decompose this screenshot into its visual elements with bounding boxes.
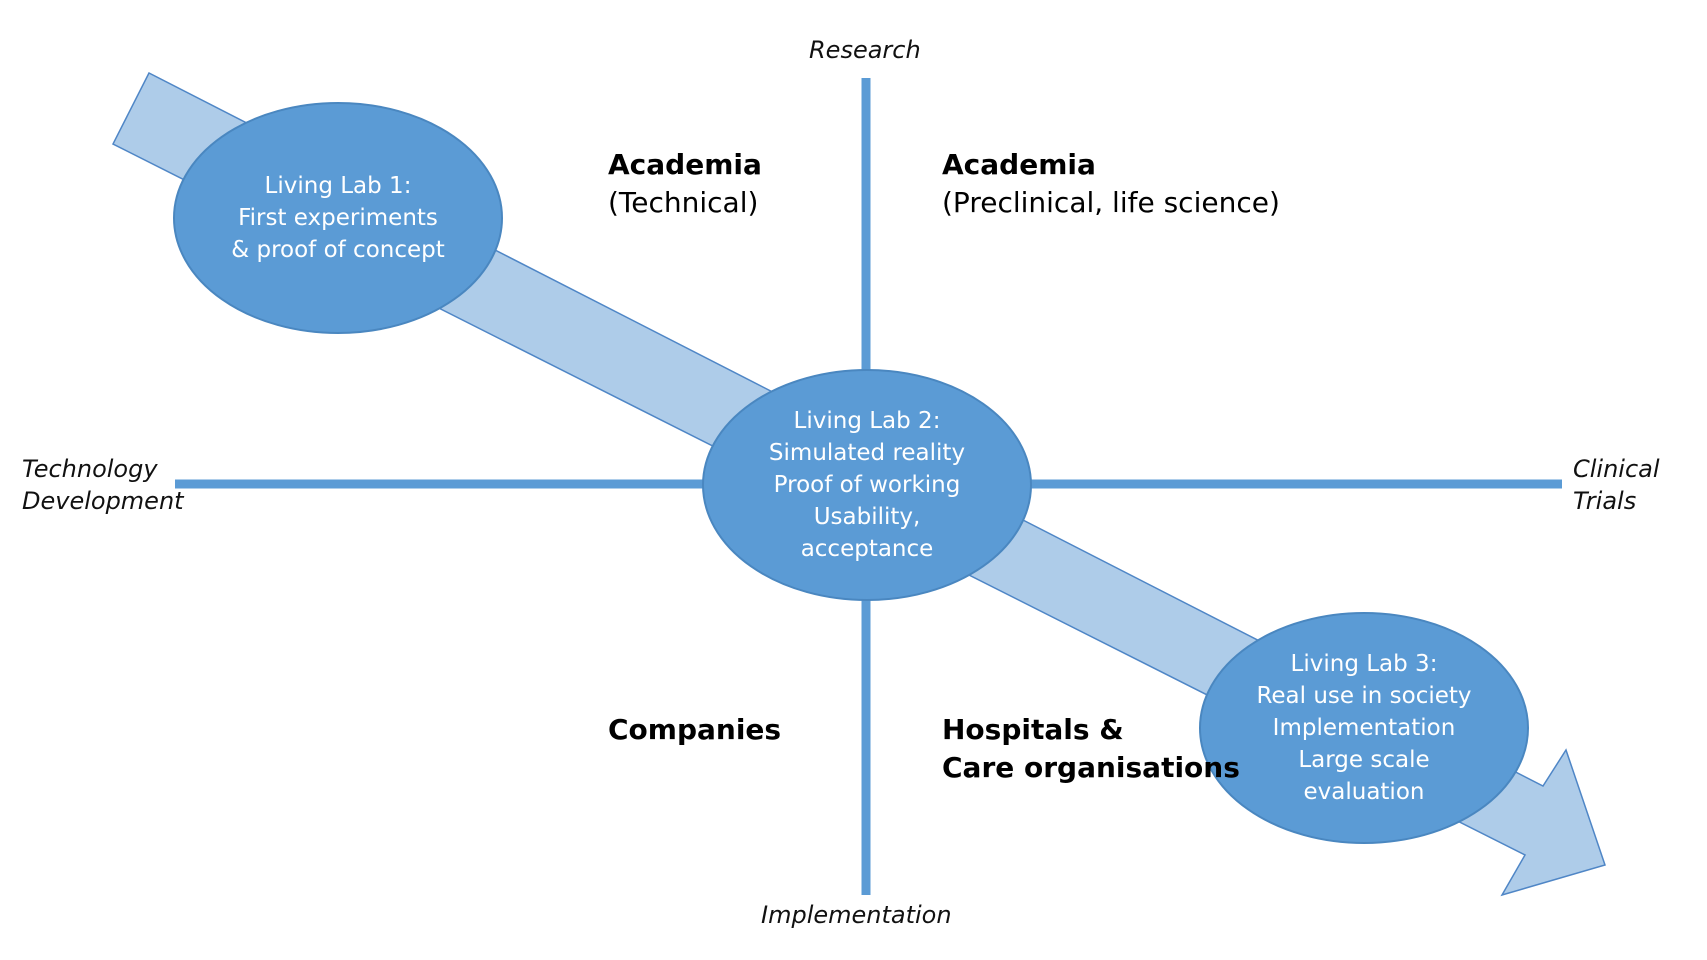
living-lab-3-line-2: Real use in society [1256, 683, 1472, 709]
living-lab-2: Living Lab 2: Simulated reality Proof of… [703, 370, 1031, 600]
quadrant-top-right: Academia (Preclinical, life science) [942, 146, 1280, 222]
quadrant-bottom-left-title: Companies [608, 713, 782, 746]
axis-label-right-line-1: Clinical [1573, 455, 1660, 483]
living-lab-3-ellipse [1199, 612, 1529, 844]
living-lab-3: Living Lab 3: Real use in society Implem… [1200, 613, 1528, 843]
living-lab-3-line-5: evaluation [1303, 779, 1425, 805]
living-lab-2-line-2: Simulated reality [768, 440, 966, 466]
quadrant-bottom-left: Companies [608, 711, 781, 749]
quadrant-bottom-right-title: Hospitals & [942, 713, 1124, 746]
living-lab-1-line-2: First experiments [238, 205, 438, 231]
living-lab-2-ellipse [702, 369, 1032, 601]
living-lab-2-line-4: Usability, [813, 504, 921, 530]
axis-label-clinical-trials: Clinical Trials [1573, 453, 1660, 517]
axis-label-technology-development: Technology Development [22, 453, 184, 517]
quadrant-top-left-title: Academia [608, 148, 762, 181]
quadrant-top-right-subtitle: (Preclinical, life science) [942, 186, 1280, 219]
living-lab-2-line-5: acceptance [800, 536, 934, 562]
living-lab-1-ellipse [173, 102, 503, 334]
living-lab-3-line-1: Living Lab 3: [1290, 651, 1438, 677]
axis-label-right-line-2: Trials [1573, 487, 1637, 515]
quadrant-top-right-title: Academia [942, 148, 1096, 181]
living-lab-3-line-3: Implementation [1272, 715, 1456, 741]
living-lab-2-line-3: Proof of working [773, 472, 961, 498]
axis-label-left-line-1: Technology [22, 455, 158, 483]
living-lab-2-line-1: Living Lab 2: [793, 408, 941, 434]
quadrant-bottom-right-subtitle: Care organisations [942, 751, 1240, 784]
living-lab-3-line-4: Large scale [1298, 747, 1430, 773]
axis-label-left-line-2: Development [22, 487, 184, 515]
quadrant-top-left-subtitle: (Technical) [608, 186, 759, 219]
living-lab-1-line-1: Living Lab 1: [264, 173, 412, 199]
quadrant-bottom-right: Hospitals & Care organisations [942, 711, 1240, 787]
living-lab-1-line-3: & proof of concept [231, 237, 445, 263]
axis-label-research: Research [809, 36, 921, 64]
quadrant-top-left: Academia (Technical) [608, 146, 762, 222]
axis-label-implementation: Implementation [761, 901, 952, 929]
living-lab-1: Living Lab 1: First experiments & proof … [174, 103, 502, 333]
